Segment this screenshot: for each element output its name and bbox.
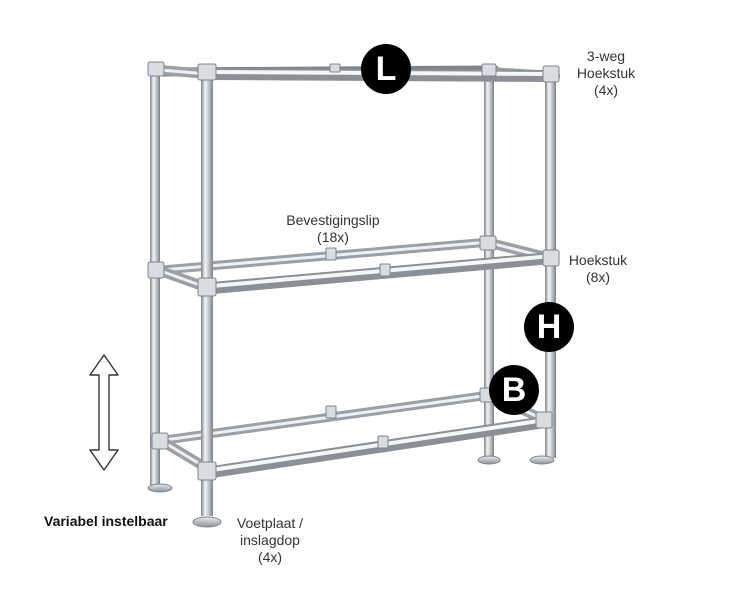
depth-badge: B (489, 365, 539, 415)
label-3way-corner: 3-weg Hoekstuk (4x) (576, 48, 636, 98)
label-clip: Bevestigingslip (18x) (286, 212, 380, 245)
label-foot: Voetplaat / inslagdop (4x) (236, 515, 304, 565)
foot-plates (147, 455, 555, 528)
label-corner: Hoekstuk (8x) (568, 252, 628, 285)
double-arrow-vertical-icon (89, 354, 119, 471)
height-badge: H (524, 302, 574, 352)
label-adjustable: Variabel instelbaar (44, 513, 168, 529)
fittings (147, 61, 560, 481)
length-badge: L (361, 44, 411, 94)
